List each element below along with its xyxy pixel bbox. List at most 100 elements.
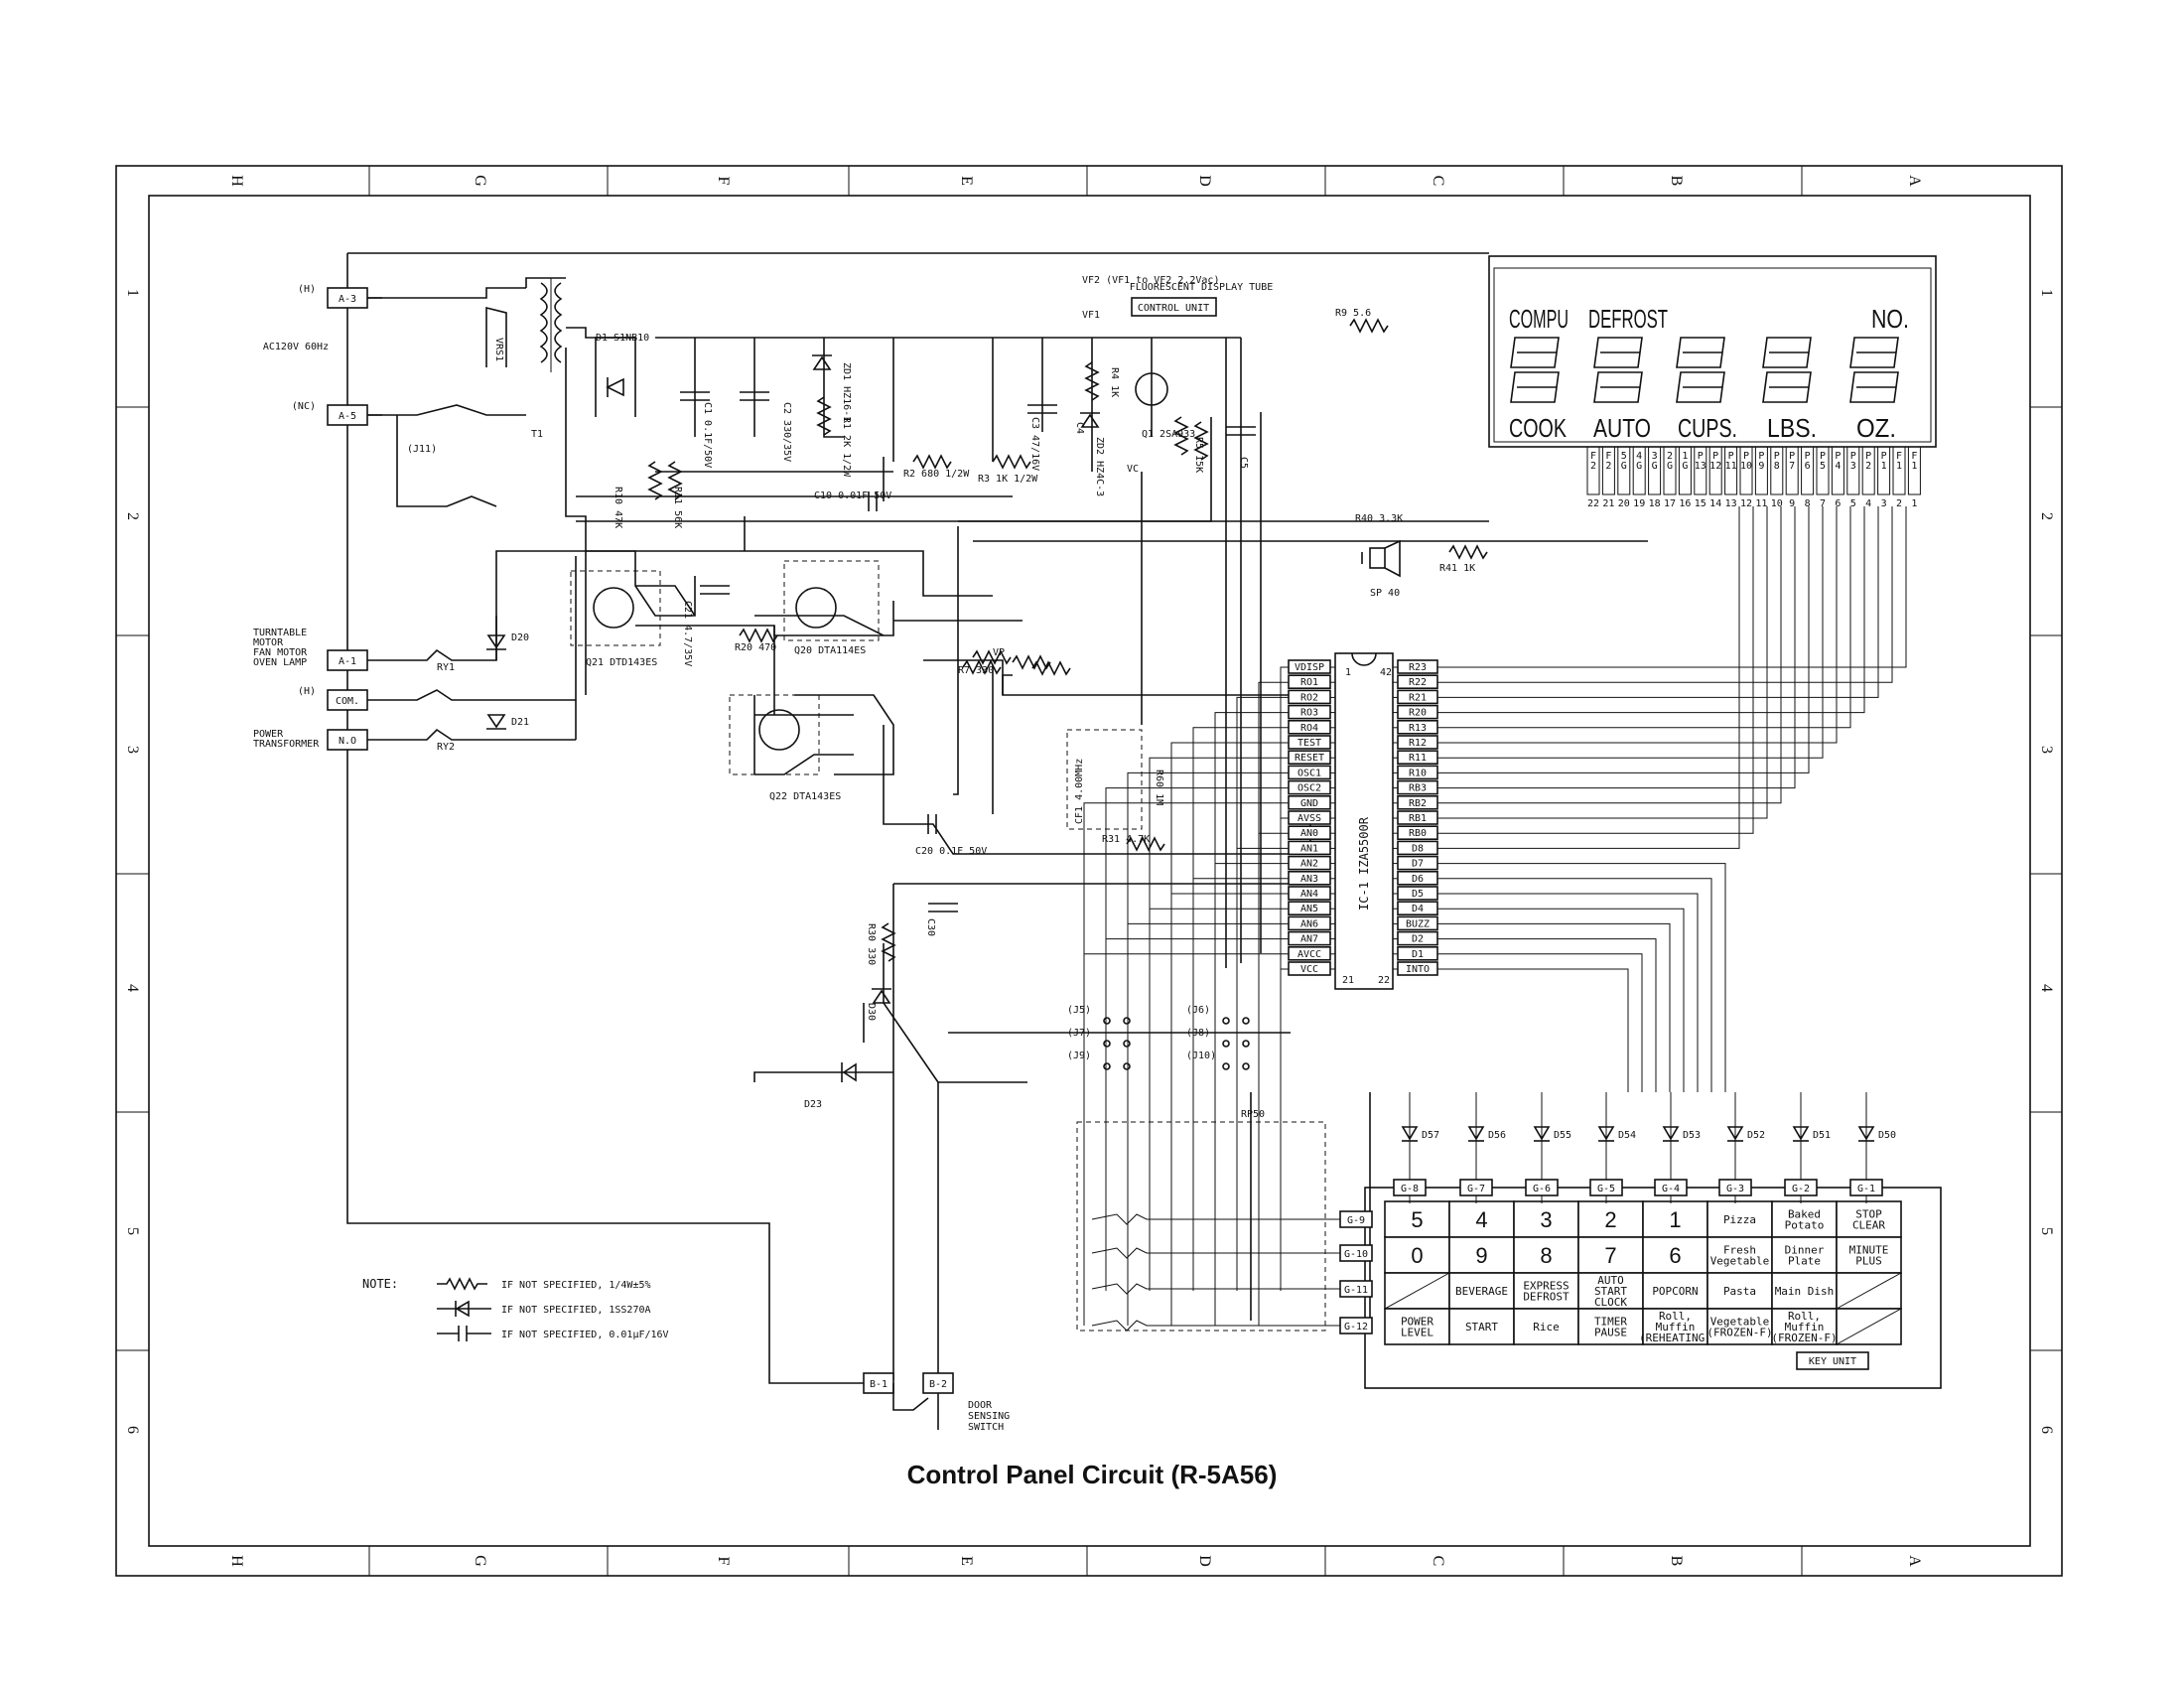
display-pin — [1601, 446, 1615, 495]
outer-frame — [115, 165, 2063, 1577]
component-label-d23: D23 — [804, 1099, 822, 1110]
turntable-label: FAN MOTOR — [253, 647, 308, 658]
key-label: MINUTE — [1849, 1244, 1889, 1257]
ic-pin-label: AN1 — [1300, 843, 1318, 854]
row-wire — [1091, 1213, 1340, 1225]
key-label: CLOCK — [1594, 1296, 1627, 1309]
key-cell — [1642, 1308, 1708, 1345]
vf1-label: VF1 — [1082, 310, 1100, 321]
zone-label: 3 — [2038, 746, 2055, 754]
zone-label: F — [715, 1557, 732, 1566]
component-label-q22: Q22 DTA143ES — [769, 791, 841, 802]
key-cell — [1577, 1308, 1644, 1345]
display-pin-number: 3 — [1881, 498, 1887, 509]
display-pin-label: P — [1850, 451, 1856, 462]
power-transformer-label: POWER — [253, 729, 284, 740]
ic-pin-label: AN4 — [1300, 889, 1318, 900]
zone-label: C — [1430, 1556, 1446, 1567]
grid-connector-label: G-1 — [1857, 1184, 1875, 1194]
key-label: Baked — [1788, 1208, 1821, 1221]
display-pin-label: 6 — [1805, 461, 1811, 472]
display-pin-number: 9 — [1789, 498, 1795, 509]
zone-label: 2 — [124, 512, 141, 520]
display-pin — [1801, 446, 1815, 495]
display-pin — [1754, 446, 1768, 495]
display-pin — [1861, 446, 1875, 495]
display-pin — [1831, 446, 1844, 495]
display-digit-segment — [1510, 337, 1560, 368]
ic-pin-label: R21 — [1409, 692, 1427, 703]
key-diode — [1792, 1126, 1810, 1141]
connector-box — [327, 689, 368, 711]
component-label-c1: C1 0.1F/50V — [702, 402, 713, 468]
component-label-r20: R20 470 — [735, 642, 776, 653]
key-diode-label: D57 — [1422, 1130, 1439, 1141]
zone-label: D — [1196, 175, 1213, 187]
jumper-pad — [1123, 1017, 1131, 1025]
component-label-r1: R1 2K 1/2W — [841, 417, 852, 478]
display-digit-segment — [1762, 371, 1812, 403]
bus-wire — [1437, 968, 1629, 1092]
ic-pin-label: D4 — [1412, 904, 1424, 914]
connector-label: B-2 — [929, 1379, 947, 1390]
display-pin-label: 2 — [1667, 451, 1673, 462]
bus-wire — [1127, 772, 1289, 1326]
display-digit-segment — [1849, 337, 1899, 368]
key-label: Main Dish — [1775, 1285, 1835, 1298]
key-cell — [1836, 1236, 1902, 1274]
door-switch-label: SWITCH — [968, 1422, 1004, 1433]
bus-wire — [1127, 922, 1289, 1256]
ic-pin-label: D8 — [1412, 843, 1424, 854]
ic-pin-label: BUZZ — [1406, 918, 1430, 929]
ic-pin-label: D5 — [1412, 889, 1424, 900]
component-label-r9: R9 5.6 — [1335, 308, 1371, 319]
component-label-r30: R30 330 — [866, 923, 877, 965]
display-pin — [1648, 446, 1662, 495]
component-label-c4: C4 — [1074, 422, 1085, 434]
connector-label: COM. — [336, 696, 359, 707]
row-wire — [1091, 1320, 1340, 1332]
connector-box — [327, 729, 368, 751]
zone-label: E — [958, 176, 975, 186]
display-digit-segment — [1762, 337, 1812, 368]
zone-label: B — [1668, 176, 1685, 187]
display-pin-label: 3 — [1850, 461, 1856, 472]
key-blank — [1836, 1308, 1902, 1345]
zone-label: A — [1906, 175, 1923, 187]
display-pins: F222F2215G204G193G182G171G16P1315P1214P1… — [1586, 446, 1921, 509]
zone-label: 2 — [2038, 512, 2055, 520]
key-label: CLEAR — [1852, 1219, 1885, 1232]
key-blank — [1836, 1272, 1902, 1310]
component-label-r11: R11 56K — [672, 487, 683, 528]
display-pin — [1632, 446, 1646, 495]
display-pin-label: 4 — [1835, 461, 1841, 472]
display-pin-number: 16 — [1679, 498, 1691, 509]
zone-label: C — [1430, 176, 1446, 187]
ic-pin-label: R22 — [1409, 677, 1427, 688]
key-label: 8 — [1540, 1243, 1552, 1268]
crystal-label: CF1 4.00MHz — [1074, 759, 1085, 824]
display-pin-label: P — [1712, 451, 1718, 462]
bus-wire — [1437, 506, 1796, 789]
display-pin-label: G — [1667, 461, 1673, 472]
display-pin-number: 20 — [1618, 498, 1630, 509]
connector-box — [327, 404, 368, 426]
zone-label: H — [228, 1555, 245, 1567]
bus-wire — [1437, 506, 1838, 744]
display-word: DEFROST — [1588, 304, 1668, 334]
bus-wire — [1280, 968, 1289, 1221]
turntable-label: OVEN LAMP — [253, 657, 307, 668]
bus-wire — [1105, 938, 1289, 1291]
connector-label: B-1 — [870, 1379, 887, 1390]
bus-wire — [1437, 506, 1865, 714]
display-pin-label: P — [1758, 451, 1764, 462]
key-label: 2 — [1604, 1207, 1616, 1232]
display-pin — [1785, 446, 1799, 495]
key-cell — [1513, 1236, 1579, 1274]
zone-label: 5 — [124, 1227, 141, 1235]
key-label: BEVERAGE — [1455, 1285, 1508, 1298]
bus-wire — [1437, 506, 1782, 804]
display-pin-label: 1 — [1911, 461, 1917, 472]
component-label-r60: R60 1M — [1154, 770, 1164, 805]
